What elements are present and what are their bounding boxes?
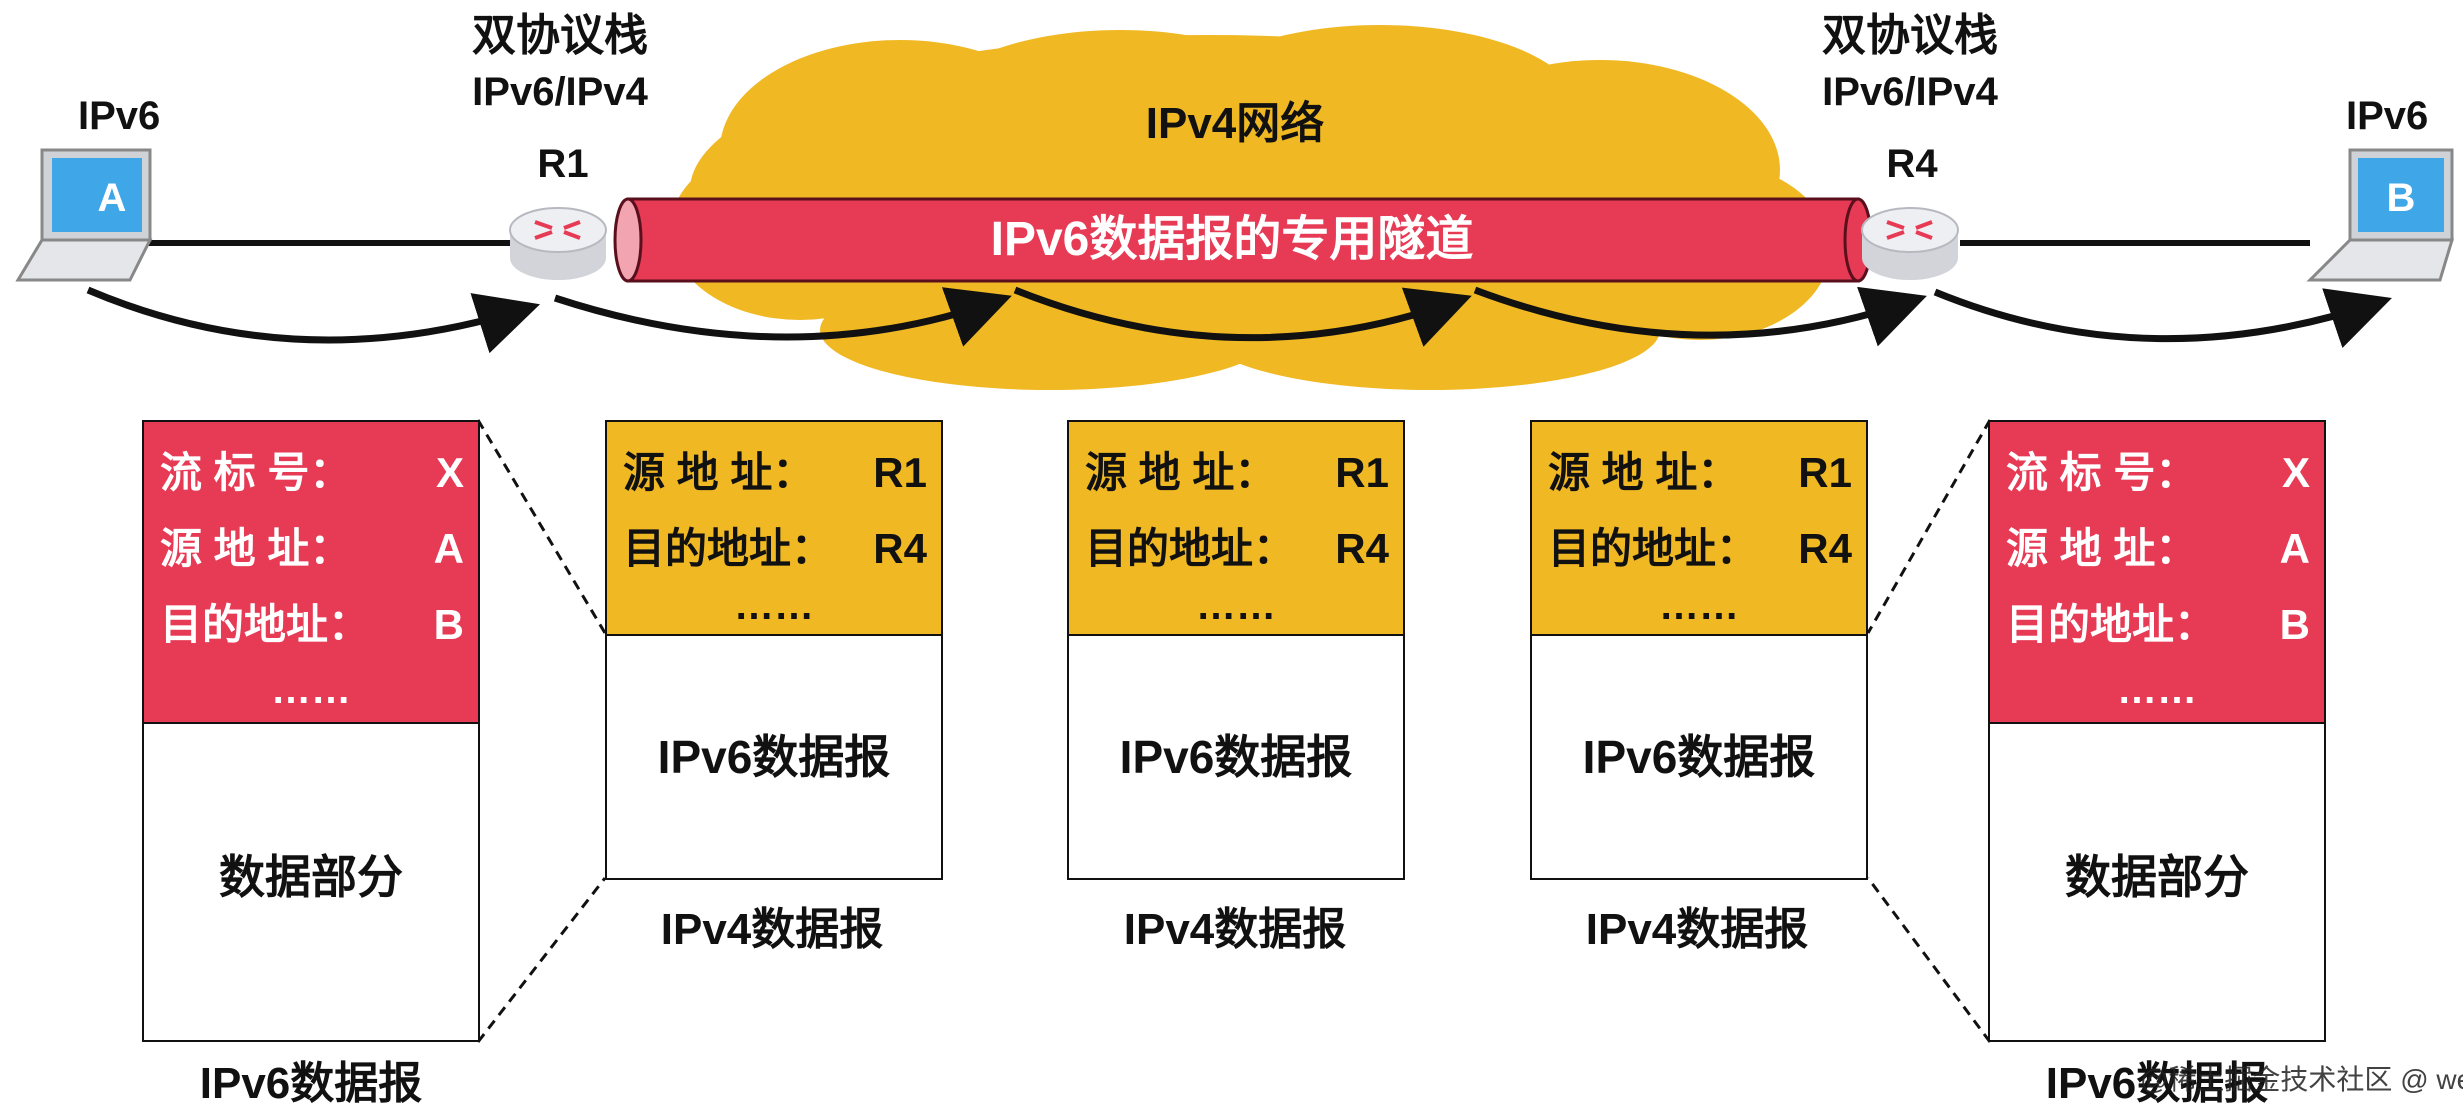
packet-body-label: 数据部分 xyxy=(219,851,403,903)
header-row-source: 源 地 址：R1 xyxy=(1548,449,1852,496)
header-row-flow-label: 流 标 号：X xyxy=(2006,449,2310,496)
r1-stack-proto: IPv6/IPv4 xyxy=(472,70,648,114)
r4-stack-title: 双协议栈 xyxy=(1822,11,1998,60)
router-r1-icon xyxy=(509,207,607,280)
header-ellipsis: …… xyxy=(1659,584,1739,628)
header-row-source: 源 地 址：R1 xyxy=(1085,449,1389,496)
header-row-source: 源 地 址：A xyxy=(2006,525,2310,572)
ipv6-packet-right: 流 标 号：X 源 地 址：A 目的地址：B …… 数据部分 xyxy=(1988,420,2326,1042)
laptop-a-icon xyxy=(15,148,153,282)
r4-name: R4 xyxy=(1886,142,1938,186)
flow-arrow-2 xyxy=(553,287,1012,347)
router-r4-icon xyxy=(1861,207,1959,280)
packet-body-label: IPv6数据报 xyxy=(1582,731,1816,783)
caption-right-ipv6: IPv6数据报 xyxy=(2045,1059,2269,1108)
header-row-destination: 目的地址：R4 xyxy=(1548,525,1852,572)
packet-body-label: IPv6数据报 xyxy=(1119,731,1353,783)
r1-stack-title: 双协议栈 xyxy=(472,11,648,60)
header-row-destination: 目的地址：R4 xyxy=(623,525,927,572)
cloud-label: IPv4网络 xyxy=(1145,99,1325,148)
zoom-line-left-bottom xyxy=(476,877,607,1043)
ipv6-header: 流 标 号：X 源 地 址：A 目的地址：B …… xyxy=(144,422,478,724)
header-row-source: 源 地 址：R1 xyxy=(623,449,927,496)
host-b-letter: B xyxy=(2386,176,2416,220)
zoom-line-left-top xyxy=(476,419,607,634)
packet-body-label: IPv6数据报 xyxy=(657,731,891,783)
ipv4-header: 源 地 址：R1 目的地址：R4 …… xyxy=(1069,422,1403,636)
host-a-letter: A xyxy=(97,176,127,220)
header-row-source: 源 地 址：A xyxy=(160,525,464,572)
caption-left-ipv6: IPv6数据报 xyxy=(199,1059,423,1108)
host-a-proto-label: IPv6 xyxy=(78,94,161,138)
host-b-proto-label: IPv6 xyxy=(2346,94,2429,138)
r4-stack-proto: IPv6/IPv4 xyxy=(1822,70,1998,114)
flow-arrow-4 xyxy=(1473,286,1927,347)
ipv4-header: 源 地 址：R1 目的地址：R4 …… xyxy=(607,422,941,636)
header-ellipsis: …… xyxy=(1196,584,1276,628)
header-ellipsis: …… xyxy=(271,668,351,712)
ipv4-header: 源 地 址：R1 目的地址：R4 …… xyxy=(1532,422,1866,636)
zoom-line-right-bottom xyxy=(1866,877,1992,1043)
ipv4-packet-1: 源 地 址：R1 目的地址：R4 …… IPv6数据报 xyxy=(605,420,943,880)
ipv6-header: 流 标 号：X 源 地 址：A 目的地址：B …… xyxy=(1990,422,2324,724)
flow-arrow-3 xyxy=(1013,286,1472,347)
ipv4-packet-3: 源 地 址：R1 目的地址：R4 …… IPv6数据报 xyxy=(1530,420,1868,880)
tunnel-label: IPv6数据报的专用隧道 xyxy=(990,213,1474,266)
caption-ipv4-3: IPv4数据报 xyxy=(1585,905,1809,954)
flow-arrow-5 xyxy=(1933,288,2392,349)
header-ellipsis: …… xyxy=(734,584,814,628)
caption-ipv4-1: IPv4数据报 xyxy=(660,905,884,954)
ipv6-packet-left: 流 标 号：X 源 地 址：A 目的地址：B …… 数据部分 xyxy=(142,420,480,1042)
zoom-line-right-top xyxy=(1866,419,1992,634)
r1-name: R1 xyxy=(537,142,589,186)
header-row-flow-label: 流 标 号：X xyxy=(160,449,464,496)
laptop-b-icon xyxy=(2306,148,2455,282)
ipv4-packet-2: 源 地 址：R1 目的地址：R4 …… IPv6数据报 xyxy=(1067,420,1405,880)
header-ellipsis: …… xyxy=(2117,668,2197,712)
flow-arrow-1 xyxy=(86,286,541,354)
watermark: @稀土掘金技术社区 @ web小张 xyxy=(2140,1064,2463,1095)
packet-body-label: 数据部分 xyxy=(2065,851,2249,903)
header-row-destination: 目的地址：B xyxy=(2006,601,2310,648)
header-row-destination: 目的地址：R4 xyxy=(1085,525,1389,572)
caption-ipv4-2: IPv4数据报 xyxy=(1123,905,1347,954)
header-row-destination: 目的地址：B xyxy=(160,601,464,648)
